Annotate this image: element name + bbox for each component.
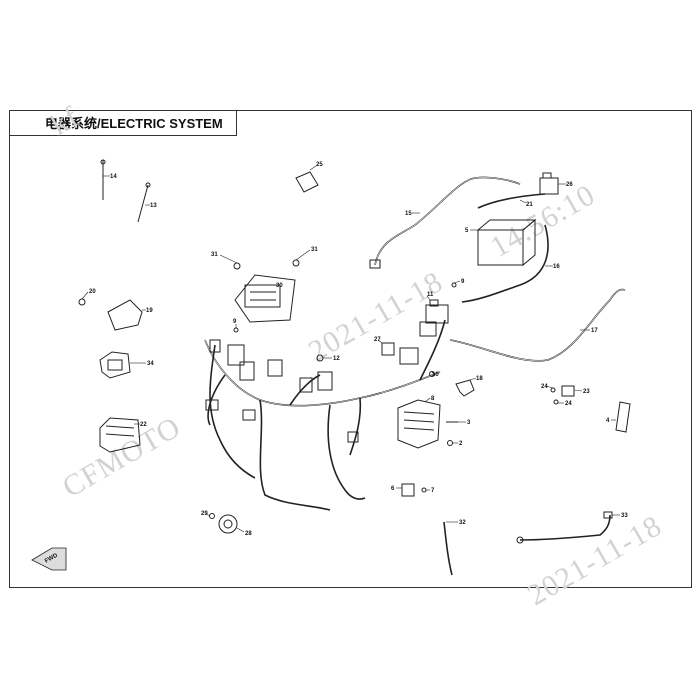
- screw-9-top: [451, 282, 457, 288]
- label-24-a: 24: [541, 384, 548, 390]
- part-rectifier-22: [99, 417, 141, 453]
- label-3: 3: [467, 420, 471, 426]
- callout-labels: 14 13 25 26 21 15 5 16 31 31 30 9 20 19 …: [81, 162, 628, 537]
- label-24-b: 24: [565, 401, 572, 407]
- label-6: 6: [391, 486, 395, 492]
- page-title-text: 电器系统/ELECTRIC SYSTEM: [45, 116, 223, 131]
- bolt-7: [421, 487, 427, 493]
- label-25: 25: [316, 162, 323, 168]
- part-strap-4: [615, 401, 631, 433]
- watermark-cfmoto: CFMOTO: [57, 410, 187, 504]
- nut-2: [447, 440, 453, 446]
- label-7: 7: [431, 488, 435, 494]
- label-32: 32: [459, 520, 466, 526]
- part-sensor-23: [561, 385, 575, 397]
- label-23: 23: [583, 389, 590, 395]
- watermark-kf: kf: [45, 100, 85, 142]
- bolt-24-b: [553, 399, 559, 405]
- label-5: 5: [465, 228, 469, 234]
- label-31-right: 31: [311, 247, 318, 253]
- part-regulator-8: [397, 399, 441, 449]
- part-ground-cable-33: [516, 511, 613, 544]
- watermark-time: 14:56:10: [485, 178, 601, 264]
- part-battery-cable-15: [369, 176, 521, 269]
- label-2: 2: [459, 441, 463, 447]
- screw-10: [429, 371, 435, 377]
- fwd-arrow-icon: FWD: [31, 547, 67, 571]
- label-29: 29: [201, 511, 208, 517]
- label-15: 15: [405, 211, 412, 217]
- part-cable-tie-13: [137, 182, 151, 223]
- screw-9-left: [233, 327, 239, 333]
- part-bracket-34: [99, 351, 131, 379]
- watermark-date: 2021-11-18: [303, 265, 448, 368]
- label-12: 12: [333, 356, 340, 362]
- part-relay-26: [539, 172, 559, 195]
- label-9-top: 9: [461, 279, 465, 285]
- bolt-24-a: [550, 387, 556, 393]
- part-tag-25: [295, 171, 319, 193]
- drawing-frame: [9, 110, 692, 588]
- label-4: 4: [606, 418, 610, 424]
- part-cable-21: [477, 193, 546, 209]
- part-main-harness: [204, 319, 446, 511]
- part-cable-tie-14: [100, 159, 106, 200]
- part-ecu-30: [234, 274, 296, 323]
- label-20: 20: [89, 289, 96, 295]
- bolt-20: [78, 298, 86, 306]
- part-cable-17: [449, 288, 626, 362]
- label-16: 16: [553, 264, 560, 270]
- part-relay-27: [381, 342, 395, 356]
- label-13: 13: [150, 203, 157, 209]
- label-28: 28: [245, 531, 252, 537]
- label-26: 26: [566, 182, 573, 188]
- label-21: 21: [526, 202, 533, 208]
- label-8: 8: [431, 396, 435, 402]
- watermark-date-2: 2021-11-18: [522, 509, 667, 612]
- label-14: 14: [110, 174, 117, 180]
- label-9-left: 9: [233, 319, 237, 325]
- label-22: 22: [140, 422, 147, 428]
- part-connector-6: [401, 483, 415, 497]
- part-fuse-box-11: [425, 299, 449, 324]
- label-27: 27: [374, 337, 381, 343]
- part-horn-28: [218, 514, 238, 534]
- label-17: 17: [591, 328, 598, 334]
- part-module-19: [107, 299, 143, 331]
- page-title: 电器系统/ELECTRIC SYSTEM: [9, 110, 237, 136]
- label-11: 11: [427, 292, 434, 298]
- bolt-31-right: [292, 259, 300, 267]
- label-19: 19: [146, 308, 153, 314]
- label-34: 34: [147, 361, 154, 367]
- label-31-left: 31: [211, 252, 218, 258]
- part-battery-5: [476, 218, 537, 267]
- part-sensor-18: [455, 379, 475, 397]
- bolt-29: [209, 513, 215, 519]
- part-cable-32: [443, 521, 453, 576]
- label-30: 30: [276, 283, 283, 289]
- label-33: 33: [621, 513, 628, 519]
- bolt-31-left: [233, 262, 241, 270]
- part-battery-cable-16: [461, 224, 549, 303]
- label-10: 10: [432, 372, 439, 378]
- label-18: 18: [476, 376, 483, 382]
